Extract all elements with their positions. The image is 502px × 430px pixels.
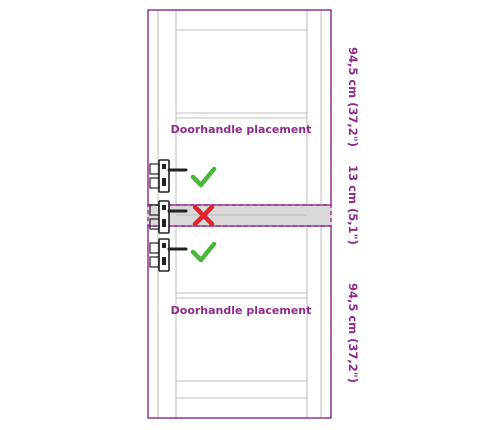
check-icon — [190, 166, 217, 188]
dimension-label-bottom: 94,5 cm (37,2") — [346, 283, 360, 383]
zone-outlines — [147, 9, 332, 419]
cross-icon — [192, 204, 215, 227]
door-handle-middle — [149, 200, 188, 234]
door-handle-top — [149, 159, 188, 193]
check-icon — [190, 241, 217, 263]
dimension-label-middle: 13 cm (5,1") — [346, 165, 360, 245]
dimension-label-top: 94,5 cm (37,2") — [346, 47, 360, 147]
bottom-zone-label: Doorhandle placement — [171, 304, 312, 317]
bottom-zone-outline — [147, 225, 332, 419]
door-handle-bottom — [149, 238, 188, 272]
top-zone-label: Doorhandle placement — [171, 123, 312, 136]
